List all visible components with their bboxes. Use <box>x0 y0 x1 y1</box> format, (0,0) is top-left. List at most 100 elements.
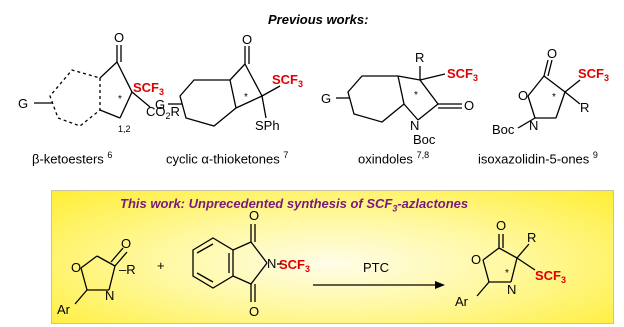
bond <box>555 91 566 119</box>
bond <box>96 255 116 267</box>
scf3-label: SCF3 <box>133 80 164 97</box>
bond <box>543 75 566 93</box>
bond <box>261 85 281 97</box>
bond <box>196 243 214 254</box>
atom-O: O <box>121 236 131 251</box>
bond <box>527 75 545 97</box>
bond <box>114 251 128 267</box>
thioketone-ring <box>179 79 237 127</box>
caption-isoxazolidinones: isoxazolidin-5-ones 9 <box>478 150 598 167</box>
bond <box>482 259 490 283</box>
stereocenter-mark: * <box>118 94 122 105</box>
atom-O: O <box>114 30 124 45</box>
stereocenter-mark: * <box>505 268 509 279</box>
scf3-label: SCF3 <box>535 268 566 285</box>
bond <box>250 262 268 285</box>
scf3-label: SCF3 <box>279 257 310 274</box>
bond <box>80 255 98 269</box>
reaction-scheme: O O N –R Ar + O O N SCF3 PTC O O N * R S… <box>57 208 566 319</box>
atom-O: O <box>249 304 259 319</box>
boc-label: Boc <box>492 122 515 137</box>
stereocenter-mark: * <box>552 92 556 103</box>
bond <box>397 75 421 81</box>
stereocenter-mark: * <box>244 92 248 103</box>
substituent-R: –R <box>119 262 136 277</box>
atom-G: G <box>18 96 28 111</box>
bond <box>564 91 581 105</box>
atom-N: N <box>529 118 538 133</box>
bond <box>99 109 121 119</box>
bond <box>543 59 549 77</box>
atom-G: G <box>155 97 165 112</box>
previous-works-structures: O G SCF3 * CO2R 1,2 O G SCF3 * SPh R G S… <box>18 30 609 147</box>
atom-R: R <box>415 50 424 65</box>
scf3-label: SCF3 <box>578 66 609 83</box>
bond <box>419 73 446 81</box>
bond <box>403 103 419 121</box>
bond <box>419 79 439 105</box>
caption-oxindoles: oxindoles 7,8 <box>358 150 430 167</box>
bond <box>476 281 490 297</box>
boc-label: Boc <box>413 132 436 147</box>
bond <box>196 272 214 283</box>
ketoester-ring <box>49 69 101 127</box>
caption-ketoesters: β-ketoesters 6 <box>32 150 113 167</box>
benzene-ring <box>192 237 234 289</box>
atom-N: N <box>410 118 419 133</box>
atom-O: O <box>249 208 259 223</box>
oxindole-ring <box>347 75 405 123</box>
atom-O: O <box>464 98 474 113</box>
atom-O: O <box>547 46 557 61</box>
bond <box>99 61 118 79</box>
stereocenter-mark: * <box>414 90 418 101</box>
caption-thioketones: cyclic α-thioketones 7 <box>166 150 289 167</box>
bond <box>235 95 263 109</box>
atom-N: N <box>105 288 114 303</box>
bond <box>80 267 88 291</box>
atom-O: O <box>471 252 481 267</box>
atom-O: O <box>496 218 506 233</box>
atom-G: G <box>321 91 331 106</box>
scf3-label: SCF3 <box>272 72 303 89</box>
bond <box>131 91 151 108</box>
bond <box>116 61 133 93</box>
bond <box>232 275 252 285</box>
bond <box>510 257 518 283</box>
bond <box>516 243 530 259</box>
atom-R: R <box>580 100 589 115</box>
ester-label: CO2R <box>146 104 180 121</box>
this-work-panel <box>51 190 614 324</box>
atom-O: O <box>71 260 81 275</box>
bond <box>74 289 88 305</box>
atom-Ar: Ar <box>57 302 71 317</box>
bond <box>482 247 500 261</box>
atom-N: N <box>267 256 276 271</box>
atom-Ar: Ar <box>455 294 469 309</box>
bond <box>261 95 267 119</box>
atom-N: N <box>507 282 516 297</box>
scf3-label: SCF3 <box>447 66 478 83</box>
bond <box>232 241 252 251</box>
bond <box>417 103 439 121</box>
bond <box>517 117 536 129</box>
sph-label: SPh <box>255 118 280 133</box>
substituent-R: R <box>527 230 536 245</box>
bond <box>250 241 268 264</box>
bond <box>108 265 116 291</box>
bond <box>498 247 518 259</box>
atom-O: O <box>518 88 528 103</box>
previous-works-header: Previous works: <box>268 12 369 27</box>
atom-O: O <box>242 32 252 47</box>
bond <box>119 91 133 119</box>
plus-sign: + <box>157 258 165 273</box>
bond <box>229 63 246 81</box>
bond <box>244 63 263 97</box>
arrow-label-ptc: PTC <box>363 260 389 275</box>
ring-size-label: 1,2 <box>118 124 131 134</box>
bond <box>547 59 553 77</box>
bond <box>516 257 536 271</box>
bond <box>110 247 124 263</box>
bond <box>564 79 581 93</box>
this-work-title: This work: Unprecedented synthesis of SC… <box>120 196 469 214</box>
arrow-head <box>435 281 445 289</box>
